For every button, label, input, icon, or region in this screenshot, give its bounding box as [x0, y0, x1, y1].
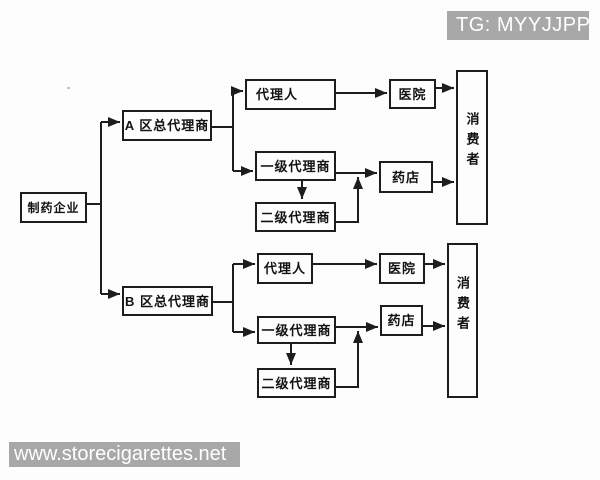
node-level2-agent-b: 二级代理商	[257, 368, 336, 398]
telegram-watermark: TG: MYYJJPP	[447, 11, 589, 40]
consumer-b-label: 消费者	[455, 276, 470, 336]
node-pharma-enterprise: 制药企业	[20, 192, 87, 223]
edge-regionB-trunk	[213, 264, 234, 332]
node-pharmacy-b: 药店	[380, 305, 423, 336]
node-pharmacy-a: 药店	[379, 161, 433, 193]
node-consumer-a: 消费者	[456, 70, 488, 225]
node-level1-agent-b: 一级代理商	[257, 316, 336, 344]
edge-level2A-pharmacyA	[336, 177, 363, 223]
node-region-a-general-agent: A 区总代理商	[122, 110, 212, 141]
edge-level2B-pharmacyB	[336, 331, 363, 388]
node-level1-agent-a: 一级代理商	[255, 151, 336, 181]
node-hospital-b: 医院	[379, 253, 425, 284]
consumer-a-label: 消费者	[464, 112, 480, 172]
node-hospital-a: 医院	[389, 79, 436, 109]
edge-pharma-trunk	[87, 122, 102, 294]
node-agent-person-b: 代理人	[257, 253, 313, 284]
website-watermark: www.storecigarettes.net	[9, 442, 240, 467]
edge-regionA-trunk	[212, 91, 234, 171]
scan-speck	[67, 87, 70, 89]
node-consumer-b: 消费者	[447, 243, 478, 398]
node-agent-person-a: 代理人	[245, 79, 336, 110]
node-region-b-general-agent: B 区总代理商	[122, 286, 213, 316]
node-level2-agent-a: 二级代理商	[255, 202, 336, 232]
